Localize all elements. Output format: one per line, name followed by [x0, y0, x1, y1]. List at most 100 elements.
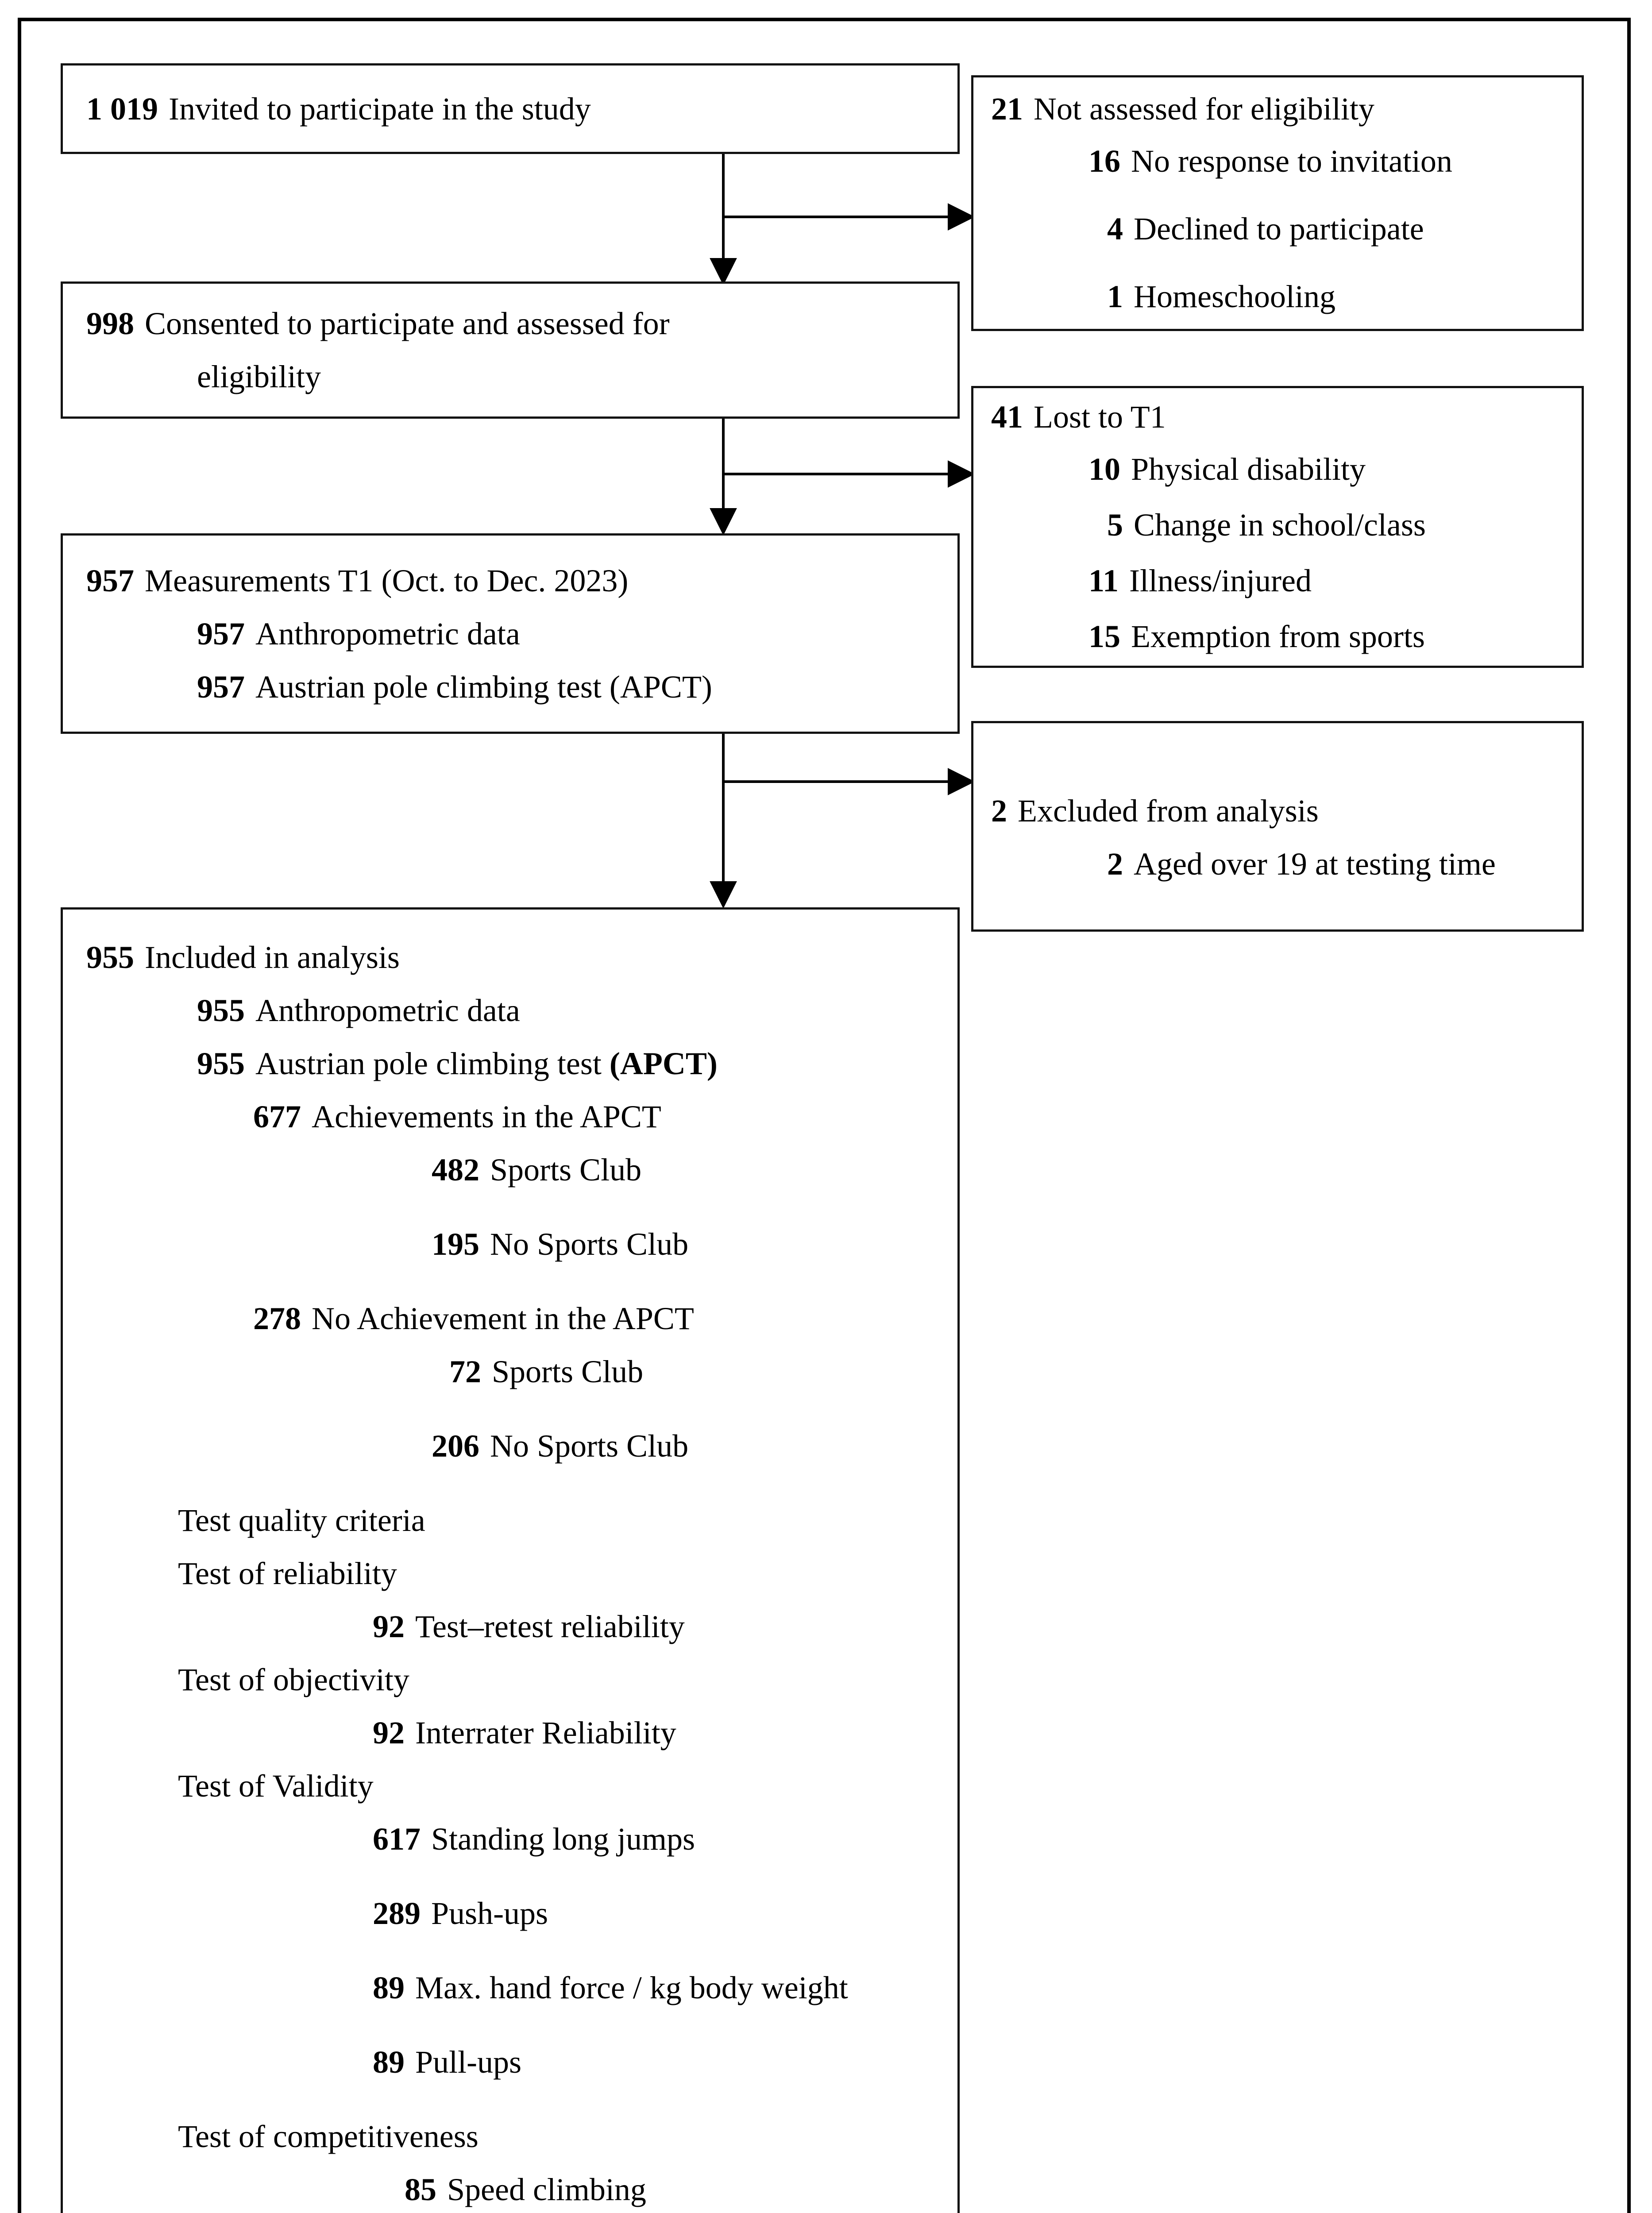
- line-label: Test quality criteria: [178, 1503, 425, 1538]
- count-value: 955: [197, 1046, 245, 1081]
- flow-line: 4 Declined to participate: [973, 203, 1582, 255]
- flow-line: 89 Max. hand force / kg body weight: [63, 1961, 957, 2014]
- line-label: Excluded from analysis: [1018, 793, 1319, 829]
- flow-line: Test of Validity: [63, 1759, 957, 1812]
- count-value: 482: [432, 1152, 479, 1187]
- line-label: Sports Club: [492, 1354, 644, 1389]
- flow-line: 955 Austrian pole climbing test (APCT): [63, 1037, 957, 1090]
- count-value: 677: [253, 1099, 301, 1134]
- count-value: 195: [432, 1226, 479, 1262]
- line-label: Achievements in the APCT: [312, 1099, 661, 1134]
- count-value: 289: [373, 1896, 421, 1931]
- line-label: Speed climbing: [447, 2172, 646, 2207]
- line-label: Illness/injured: [1129, 563, 1312, 598]
- flow-line: 957 Anthropometric data: [63, 607, 957, 660]
- line-label: Max. hand force / kg body weight: [415, 1970, 848, 2005]
- line-label: Declined to participate: [1134, 211, 1424, 247]
- measurements-t1-box: 957 Measurements T1 (Oct. to Dec. 2023) 95…: [61, 533, 960, 734]
- flow-line: 957 Austrian pole climbing test (APCT): [63, 660, 957, 713]
- count-value: 41: [991, 399, 1023, 435]
- line-label: Change in school/class: [1134, 507, 1426, 543]
- flow-line: 85 Speed climbing: [63, 2163, 957, 2213]
- outer-frame: [18, 18, 1631, 2213]
- flow-line: 278 No Achievement in the APCT: [63, 1292, 957, 1345]
- flow-line: Test of competitiveness: [63, 2110, 957, 2163]
- line-label: Lost to T1: [1034, 399, 1166, 435]
- line-label: No Achievement in the APCT: [312, 1301, 694, 1336]
- count-value: 617: [373, 1821, 421, 1857]
- flow-line: eligibility: [63, 350, 957, 403]
- count-value: 998: [86, 306, 134, 341]
- line-label: Anthropometric data: [255, 616, 520, 652]
- count-value: 21: [991, 91, 1023, 127]
- count-value: 1: [1107, 279, 1123, 314]
- line-label: Homeschooling: [1134, 279, 1335, 314]
- count-value: 957: [197, 616, 245, 652]
- count-value: 278: [253, 1301, 301, 1336]
- count-value: 15: [1088, 619, 1120, 654]
- count-value: 957: [197, 669, 245, 705]
- flow-line: 955 Included in analysis: [63, 931, 957, 984]
- consented-box: 998 Consented to participate and assessed…: [61, 281, 960, 419]
- line-label: Test of reliability: [178, 1556, 397, 1591]
- line-label: No Sports Club: [490, 1226, 689, 1262]
- count-value: 955: [197, 993, 245, 1028]
- flow-line: Test quality criteria: [63, 1494, 957, 1547]
- line-label: Pull-ups: [415, 2044, 522, 2080]
- count-value: 89: [373, 1970, 405, 2005]
- count-value: 72: [449, 1354, 481, 1389]
- flow-line: 5 Change in school/class: [973, 499, 1582, 551]
- line-label: Anthropometric data: [255, 993, 520, 1028]
- line-label: Test of Validity: [178, 1768, 374, 1804]
- count-value: 85: [405, 2172, 436, 2207]
- count-value: 92: [373, 1715, 405, 1750]
- flow-line: Test of objectivity: [63, 1653, 957, 1706]
- line-label: No response to invitation: [1131, 143, 1452, 179]
- line-label: Measurements T1 (Oct. to Dec. 2023): [145, 563, 629, 598]
- flow-line: 92 Test–retest reliability: [63, 1600, 957, 1653]
- line-label: Test–retest reliability: [415, 1609, 685, 1644]
- count-value: 4: [1107, 211, 1123, 247]
- flow-line: 677 Achievements in the APCT: [63, 1090, 957, 1143]
- line-label: Consented to participate and assessed fo…: [145, 306, 670, 341]
- line-label: Austrian pole climbing test: [255, 1046, 610, 1081]
- count-value: 957: [86, 563, 134, 598]
- line-label: Austrian pole climbing test (APCT): [255, 669, 712, 705]
- count-value: 1 019: [86, 91, 158, 127]
- flow-line: 195 No Sports Club: [63, 1218, 957, 1271]
- count-value: 955: [86, 940, 134, 975]
- count-value: 10: [1088, 451, 1120, 487]
- count-value: 92: [373, 1609, 405, 1644]
- flow-line: 955 Anthropometric data: [63, 984, 957, 1037]
- line-label: Sports Club: [490, 1152, 642, 1187]
- line-label: Test of objectivity: [178, 1662, 409, 1697]
- count-value: 5: [1107, 507, 1123, 543]
- flow-line: Test of reliability: [63, 1547, 957, 1600]
- count-value: 2: [1107, 846, 1123, 882]
- flow-line: 1 Homeschooling: [973, 270, 1582, 323]
- line-label: Included in analysis: [145, 940, 400, 975]
- line-label: Not assessed for eligibility: [1034, 91, 1374, 127]
- line-label-bold-suffix: (APCT): [609, 1046, 718, 1081]
- line-label: Physical disability: [1131, 451, 1366, 487]
- line-label: Test of competitiveness: [178, 2119, 479, 2154]
- flow-line: 482 Sports Club: [63, 1143, 957, 1196]
- line-label: Interrater Reliability: [415, 1715, 676, 1750]
- flow-line: 10 Physical disability: [973, 443, 1582, 495]
- line-label: eligibility: [197, 359, 321, 394]
- flow-line: 21 Not assessed for eligibility: [973, 83, 1582, 135]
- flow-line: 72 Sports Club: [63, 1345, 957, 1398]
